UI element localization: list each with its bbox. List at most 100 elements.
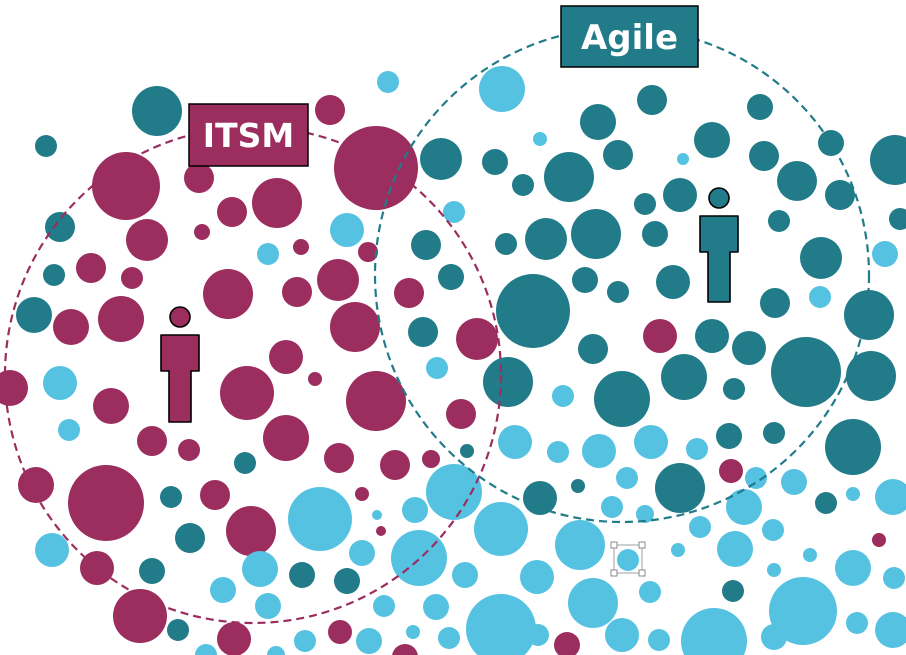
itsm-bubble <box>324 443 354 473</box>
agile-bubble <box>760 288 790 318</box>
light-bubble <box>356 628 382 654</box>
itsm-bubble <box>872 533 886 547</box>
agile-bubble <box>289 562 315 588</box>
itsm-bubble <box>358 242 378 262</box>
light-bubble <box>846 487 860 501</box>
light-bubble <box>681 608 747 655</box>
agile-bubble <box>889 208 906 230</box>
itsm-bubble <box>392 644 418 655</box>
agile-bubble <box>43 264 65 286</box>
agile-bubble <box>571 209 621 259</box>
light-bubble <box>671 543 685 557</box>
itsm-bubble <box>293 239 309 255</box>
agile-bubble <box>763 422 785 444</box>
light-bubble <box>767 563 781 577</box>
itsm-bubble <box>380 450 410 480</box>
agile-bubble <box>580 104 616 140</box>
agile-bubble <box>45 212 75 242</box>
agile-bubble <box>815 492 837 514</box>
agile-bubble <box>694 122 730 158</box>
light-bubble <box>267 646 285 655</box>
light-bubble <box>552 385 574 407</box>
agile-bubble <box>594 371 650 427</box>
light-bubble <box>373 595 395 617</box>
agile-bubble <box>175 523 205 553</box>
itsm-bubble <box>80 551 114 585</box>
itsm-bubble <box>554 632 580 655</box>
itsm-bubble <box>200 480 230 510</box>
light-bubble <box>349 540 375 566</box>
agile-bubble <box>800 237 842 279</box>
itsm-bubble <box>220 366 274 420</box>
selected-bubble-handles[interactable] <box>610 541 646 577</box>
light-bubble <box>255 593 281 619</box>
itsm-bubble <box>263 415 309 461</box>
itsm-bubble <box>76 253 106 283</box>
light-bubble <box>547 441 569 463</box>
agile-bubble <box>825 419 881 475</box>
agile-bubble <box>420 138 462 180</box>
agile-bubble <box>525 218 567 260</box>
itsm-bubble <box>282 277 312 307</box>
light-bubble <box>426 464 482 520</box>
light-bubble <box>35 533 69 567</box>
light-bubble <box>372 510 382 520</box>
light-bubble <box>288 487 352 551</box>
agile-bubble <box>483 357 533 407</box>
light-bubble <box>717 531 753 567</box>
itsm-bubble <box>355 487 369 501</box>
itsm-bubble <box>18 467 54 503</box>
itsm-bubble <box>334 126 418 210</box>
agile-bubble <box>818 130 844 156</box>
agile-bubble <box>523 481 557 515</box>
agile-bubble <box>234 452 256 474</box>
light-bubble <box>639 581 661 603</box>
light-bubble <box>601 496 623 518</box>
itsm-bubble <box>121 267 143 289</box>
agile-bubble <box>512 174 534 196</box>
agile-person-icon <box>699 187 739 303</box>
light-bubble <box>257 243 279 265</box>
light-bubble <box>617 549 639 571</box>
itsm-bubble <box>92 152 160 220</box>
itsm-bubble <box>328 620 352 644</box>
light-bubble <box>835 550 871 586</box>
agile-bubble <box>578 334 608 364</box>
agile-bubble <box>844 290 894 340</box>
light-bubble <box>423 594 449 620</box>
agile-bubble <box>732 331 766 365</box>
light-bubble <box>846 612 868 634</box>
light-bubble <box>43 366 77 400</box>
itsm-label: ITSM <box>203 116 294 155</box>
agile-bubble <box>139 558 165 584</box>
light-bubble <box>781 469 807 495</box>
light-bubble <box>195 644 217 655</box>
light-bubble <box>648 629 670 651</box>
agile-bubble <box>160 486 182 508</box>
light-bubble <box>452 562 478 588</box>
agile-bubble <box>722 580 744 602</box>
light-bubble <box>803 548 817 562</box>
light-bubble <box>555 520 605 570</box>
agile-bubble <box>749 141 779 171</box>
itsm-bubble <box>194 224 210 240</box>
itsm-bubble <box>98 296 144 342</box>
light-bubble <box>391 530 447 586</box>
agile-bubble <box>482 149 508 175</box>
agile-bubble <box>716 423 742 449</box>
itsm-bubble <box>394 278 424 308</box>
agile-bubble <box>544 152 594 202</box>
itsm-bubble <box>317 259 359 301</box>
light-bubble <box>426 357 448 379</box>
itsm-bubble <box>422 450 440 468</box>
itsm-bubble <box>308 372 322 386</box>
agile-bubble <box>656 265 690 299</box>
itsm-bubble <box>68 465 144 541</box>
agile-bubble <box>607 281 629 303</box>
agile-bubble <box>334 568 360 594</box>
light-bubble <box>875 479 906 515</box>
itsm-bubble <box>137 426 167 456</box>
light-bubble <box>686 438 708 460</box>
light-bubble <box>210 577 236 603</box>
